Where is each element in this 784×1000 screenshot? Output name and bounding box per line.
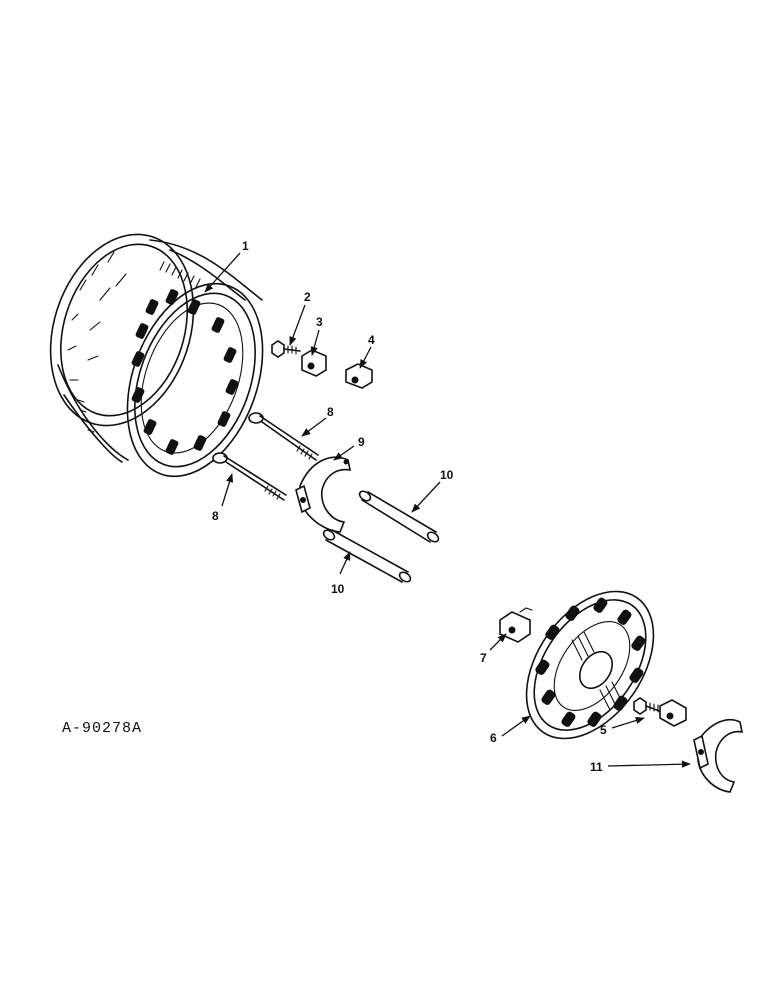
callout-2: 2 [304, 290, 311, 304]
leader-3 [310, 329, 320, 356]
callout-9: 9 [358, 435, 365, 449]
leader-9 [333, 445, 355, 461]
leader-2 [289, 304, 306, 346]
clamp-disc [499, 607, 533, 643]
clamp [301, 349, 327, 377]
bracket-disc [693, 718, 744, 793]
leader-5 [611, 716, 645, 729]
bracket [295, 456, 352, 533]
bolt-clamp-assembly [633, 697, 687, 727]
long-bolt-lower [212, 452, 287, 501]
leader-7 [489, 633, 507, 651]
callout-7: 7 [480, 651, 487, 665]
callout-5: 5 [600, 723, 607, 737]
leader-6 [501, 715, 531, 737]
bolt-small [271, 340, 301, 358]
callout-10-lower: 10 [331, 582, 345, 596]
spacer-tube-upper [358, 490, 440, 543]
callout-8-upper: 8 [327, 405, 334, 419]
callout-3: 3 [316, 315, 323, 329]
clamp-alt [345, 363, 373, 389]
callout-8-lower: 8 [212, 509, 219, 523]
callout-6: 6 [490, 731, 497, 745]
figure-id: A-90278A [62, 720, 142, 737]
wheel-rim [49, 233, 264, 478]
leader-8b [221, 473, 234, 507]
wheel-disc [525, 590, 655, 740]
leader-8a [301, 417, 327, 437]
long-bolt-upper [248, 412, 319, 461]
spacer-tube-lower [322, 529, 412, 583]
callout-4: 4 [368, 333, 375, 347]
leader-4 [359, 346, 372, 369]
callout-10-upper: 10 [440, 468, 454, 482]
callout-1: 1 [242, 239, 249, 253]
leader-10a [411, 481, 441, 513]
leader-1 [204, 252, 241, 293]
leader-10b [339, 551, 351, 575]
leader-11 [607, 760, 691, 768]
callout-11: 11 [590, 760, 603, 774]
